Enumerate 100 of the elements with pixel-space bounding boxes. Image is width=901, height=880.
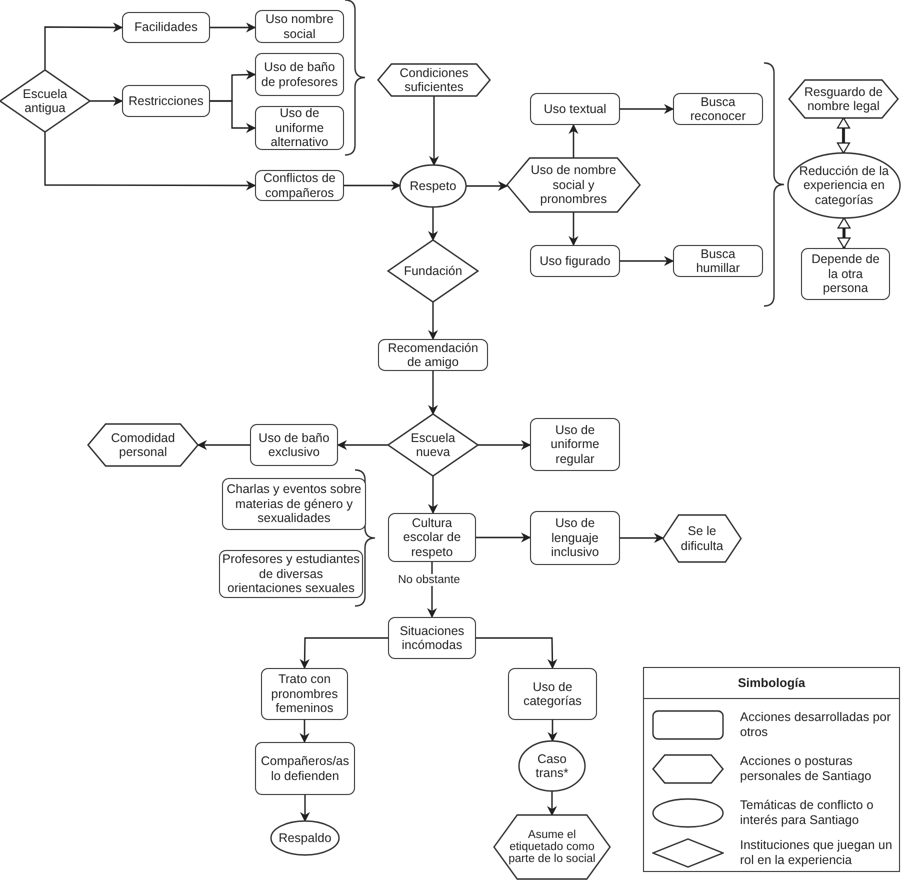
node-text: Uso figurado bbox=[540, 254, 610, 268]
node-text: Busca reconocer bbox=[689, 94, 747, 124]
arrow bbox=[337, 440, 388, 450]
arrow bbox=[428, 302, 438, 340]
arrow bbox=[210, 100, 256, 133]
hexagon-box bbox=[789, 80, 898, 118]
node-text: Escuela nueva bbox=[410, 430, 456, 460]
node-text: Respaldo bbox=[278, 830, 332, 846]
process-box bbox=[122, 85, 210, 117]
process-box bbox=[508, 668, 597, 720]
arrow bbox=[620, 256, 674, 266]
legend-text: Acciones desarrolladas por otros bbox=[740, 710, 892, 740]
node-text: Restricciones bbox=[128, 94, 204, 108]
process-box bbox=[255, 53, 344, 96]
arrow bbox=[547, 791, 557, 816]
double-arrow bbox=[837, 217, 851, 249]
process-box bbox=[801, 248, 890, 300]
ellipse-node bbox=[788, 153, 900, 218]
arrow bbox=[429, 96, 439, 166]
legend-text: Instituciones que juegan un rol en la experiencia bbox=[740, 838, 894, 868]
arrow bbox=[476, 637, 558, 669]
node-text: Comodidad personal bbox=[110, 430, 176, 460]
arrow bbox=[210, 22, 256, 32]
arrow bbox=[344, 180, 401, 190]
node-text: Profesores y estudiantes de diversas orientaciones sexuales bbox=[221, 552, 361, 596]
arrow bbox=[466, 181, 508, 191]
node-text: Conflictos de compañeros bbox=[262, 171, 337, 200]
process-box bbox=[255, 742, 355, 795]
process-box bbox=[250, 424, 338, 466]
node-text: Se le dificulta bbox=[680, 524, 724, 553]
node-text: Facilidades bbox=[134, 20, 198, 35]
arrow bbox=[90, 96, 123, 106]
hexagon-box bbox=[88, 424, 198, 466]
arrow bbox=[44, 132, 256, 190]
arrow bbox=[548, 720, 558, 742]
process-box bbox=[378, 339, 488, 371]
node-text: Trato con pronombres femeninos bbox=[270, 672, 339, 716]
node-text: Condiciones suficientes bbox=[398, 66, 470, 94]
process-box bbox=[261, 668, 348, 720]
ellipse-node bbox=[271, 821, 339, 855]
node-text: Uso de uniforme regular bbox=[550, 422, 600, 466]
node-text: Reducción de la experiencia en categorías bbox=[798, 164, 890, 208]
process-box bbox=[388, 513, 476, 562]
arrow bbox=[620, 533, 664, 543]
arrow bbox=[300, 637, 388, 669]
arrow bbox=[476, 532, 531, 542]
process-box bbox=[530, 418, 620, 471]
process-box bbox=[530, 511, 620, 565]
node-text: Respeto bbox=[410, 178, 456, 194]
arrow bbox=[478, 440, 531, 450]
node-text: Charlas y eventos sobre materias de género y sexualidades bbox=[226, 482, 362, 526]
process-box bbox=[388, 617, 476, 659]
node-text: Uso de lenguaje inclusivo bbox=[550, 516, 600, 560]
arrow bbox=[428, 476, 438, 514]
node-text: Situaciones incómodas bbox=[398, 624, 466, 652]
node-text: Caso trans* bbox=[534, 752, 570, 780]
arrow bbox=[620, 104, 674, 114]
node-text: Cultura escolar de respeto bbox=[402, 516, 462, 560]
node-text: Resguardo de nombre legal bbox=[803, 84, 884, 114]
legend-title: Simbología bbox=[736, 676, 806, 690]
arrow bbox=[300, 795, 310, 822]
hexagon-box bbox=[663, 515, 741, 562]
arrow bbox=[44, 22, 123, 70]
process-box bbox=[673, 93, 763, 125]
arrow bbox=[428, 371, 438, 415]
node-text: Uso de baño de profesores bbox=[260, 60, 339, 89]
decision-diamond bbox=[388, 414, 478, 476]
node-text: Busca humillar bbox=[695, 246, 741, 276]
node-text: Uso nombre social bbox=[264, 12, 335, 41]
process-box bbox=[255, 10, 344, 43]
legend-text: Acciones o posturas personales de Santiago bbox=[740, 754, 872, 784]
node-text: Uso de uniforme alternativo bbox=[270, 106, 330, 150]
arrow bbox=[568, 212, 578, 246]
process-box bbox=[255, 106, 344, 150]
process-box bbox=[255, 170, 344, 201]
arrow bbox=[300, 720, 310, 743]
node-text: Recomendación de amigo bbox=[386, 340, 480, 370]
process-box bbox=[530, 93, 620, 125]
node-text: Uso textual bbox=[544, 102, 606, 116]
ellipse-node bbox=[400, 165, 466, 207]
node-text: Depende de la otra persona bbox=[810, 252, 881, 296]
process-box bbox=[530, 245, 620, 277]
decision-diamond bbox=[0, 70, 90, 132]
process-box bbox=[122, 12, 210, 43]
decision-diamond bbox=[388, 240, 478, 302]
arrow bbox=[428, 207, 438, 241]
node-text: Asume el etiquetado como parte de lo social bbox=[508, 828, 596, 866]
node-text: Uso de categorías bbox=[522, 680, 583, 708]
node-text: Escuela antigua bbox=[22, 86, 68, 116]
hexagon-box bbox=[494, 815, 610, 879]
node-text: Uso de nombre social y pronombres bbox=[530, 163, 618, 207]
process-box bbox=[673, 245, 763, 277]
node-text: Uso de baño exclusivo bbox=[258, 430, 330, 460]
node-text: Compañeros/as lo defienden bbox=[260, 754, 350, 783]
hexagon-box bbox=[507, 158, 640, 212]
node-text: Fundación bbox=[404, 264, 462, 278]
arrow bbox=[568, 124, 578, 158]
arrow bbox=[197, 440, 250, 450]
double-arrow bbox=[836, 117, 850, 154]
ellipse-node bbox=[519, 741, 585, 791]
